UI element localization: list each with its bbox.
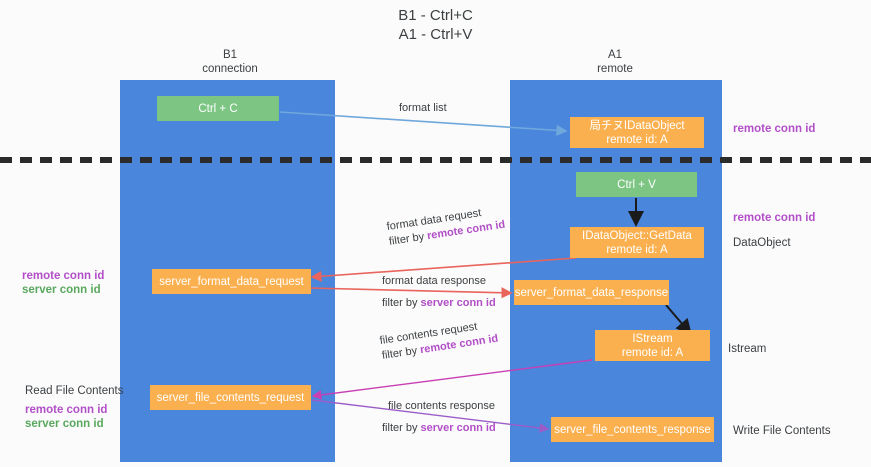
section-divider (0, 157, 871, 163)
title-line-1: B1 - Ctrl+C (398, 7, 473, 24)
column-header-right-name: A1 (607, 49, 623, 61)
node-server-file-contents-request-label: server_file_contents_request (156, 391, 305, 404)
column-header-left-role: connection (202, 63, 258, 75)
annotation-write-file-contents: Write File Contents (733, 425, 831, 437)
node-idataobject-getdata[interactable]: IDataObject::GetData remote id: A (570, 227, 704, 258)
annotation-left-server-conn-id-bottom: server conn id (25, 418, 104, 430)
edge-label-file-contents-response: file contents response filter by server … (382, 399, 496, 436)
annotation-left-server-conn-id-mid: server conn id (22, 284, 101, 296)
edge-label-file-contents-response-filter: filter by server conn id (382, 421, 496, 436)
node-server-file-contents-request[interactable]: server_file_contents_request (150, 385, 311, 410)
column-header-right: A1 remote (510, 48, 720, 76)
column-header-left: B1 connection (125, 48, 335, 76)
edge-label-format-data-response: format data response filter by server co… (382, 274, 496, 311)
annotation-dataobject: DataObject (733, 237, 791, 249)
annotation-left-remote-conn-id-mid: remote conn id (22, 270, 105, 282)
node-ctrl-v[interactable]: Ctrl + V (576, 172, 697, 197)
node-idataobject-create[interactable]: 局チヌIDataObject remote id: A (570, 117, 704, 148)
edge-label-format-list-text: format list (399, 102, 447, 114)
node-istream[interactable]: IStream remote id: A (595, 330, 710, 361)
annotation-read-file-contents: Read File Contents (25, 385, 124, 397)
node-istream-line2: remote id: A (621, 346, 684, 359)
edge-label-format-list: format list (399, 101, 447, 116)
node-server-format-data-request-label: server_format_data_request (159, 275, 304, 288)
node-ctrl-c[interactable]: Ctrl + C (157, 96, 279, 121)
node-server-file-contents-response[interactable]: server_file_contents_response (551, 417, 714, 442)
annotation-left-remote-conn-id-bottom: remote conn id (25, 404, 108, 416)
node-istream-line1: IStream (632, 332, 673, 345)
edge-label-format-data-request: format data request filter by remote con… (386, 203, 507, 250)
node-idataobject-getdata-line2: remote id: A (606, 243, 668, 256)
annotation-remote-conn-id-top: remote conn id (733, 123, 816, 135)
node-server-format-data-request[interactable]: server_format_data_request (152, 269, 311, 294)
node-idataobject-getdata-line1: IDataObject::GetData (582, 229, 692, 242)
page-title: B1 - Ctrl+C A1 - Ctrl+V (0, 6, 871, 44)
node-server-format-data-response-label: server_format_data_response (514, 286, 669, 299)
title-line-2: A1 - Ctrl+V (398, 26, 473, 43)
filter-prefix: filter by (382, 422, 421, 434)
annotation-istream: Istream (728, 343, 767, 355)
node-server-file-contents-response-label: server_file_contents_response (554, 423, 711, 436)
node-server-format-data-response[interactable]: server_format_data_response (514, 280, 669, 305)
filter-prefix: filter by (382, 297, 421, 309)
filter-key-server-conn-id: server conn id (420, 297, 496, 309)
annotation-remote-conn-id-mid: remote conn id (733, 212, 816, 224)
node-ctrl-c-label: Ctrl + C (198, 102, 238, 115)
column-header-left-name: B1 (222, 49, 238, 61)
node-ctrl-v-label: Ctrl + V (617, 178, 656, 191)
edge-label-file-contents-request: file contents request filter by remote c… (379, 317, 500, 364)
filter-key-server-conn-id: server conn id (420, 422, 496, 434)
column-header-right-role: remote (597, 63, 633, 75)
edge-label-format-data-response-filter: filter by server conn id (382, 296, 496, 311)
edge-label-format-data-response-line1: format data response (382, 275, 486, 287)
edge-label-file-contents-response-line1: file contents response (388, 400, 496, 412)
node-idataobject-create-line1: 局チヌIDataObject (589, 119, 685, 132)
node-idataobject-create-line2: remote id: A (606, 133, 668, 146)
